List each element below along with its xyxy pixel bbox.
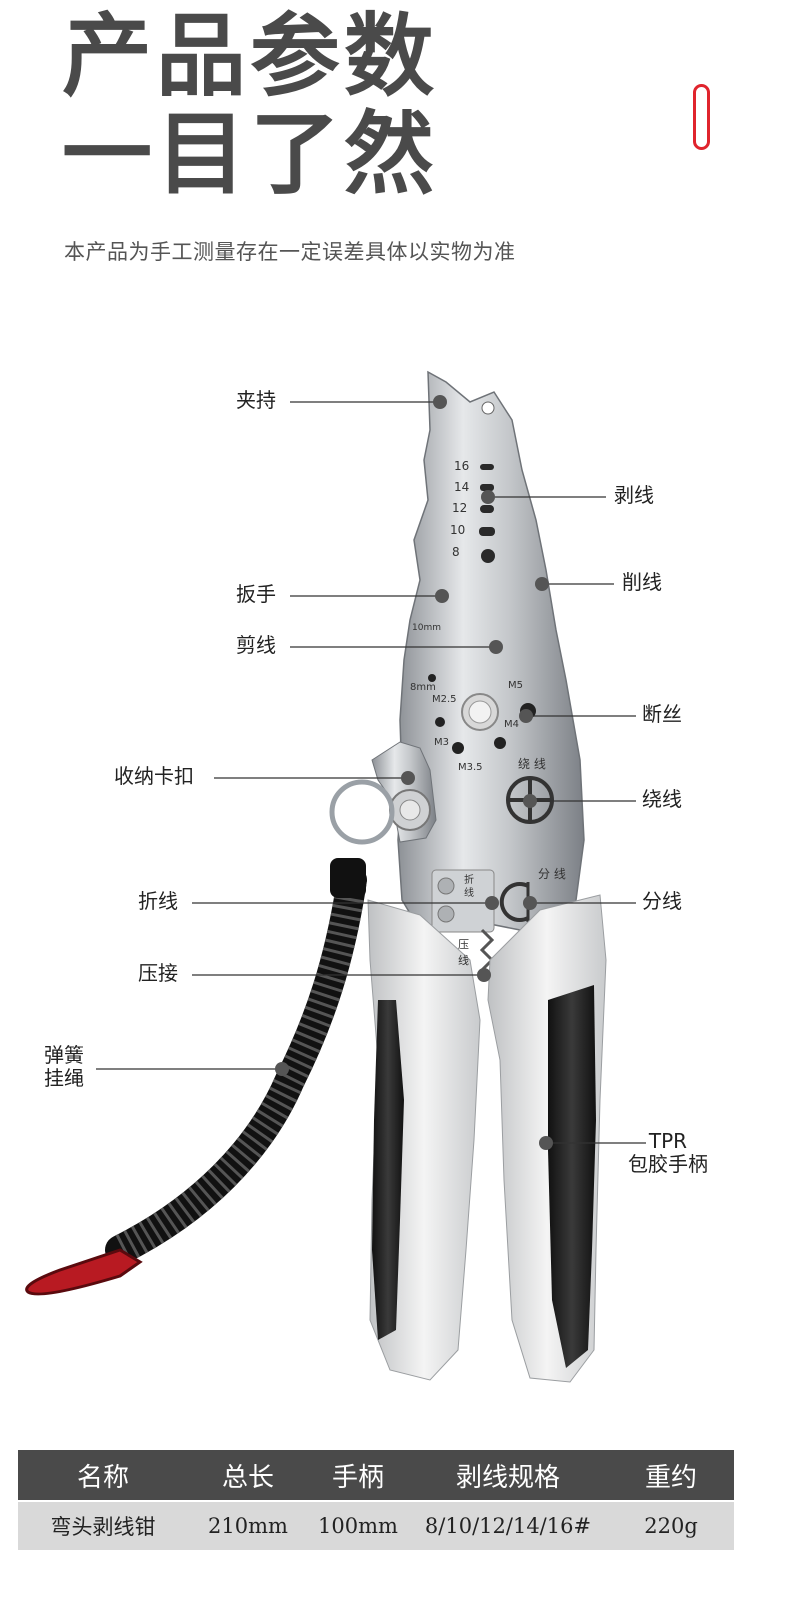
callout-lanyard: 弹簧 挂绳 bbox=[44, 1044, 84, 1090]
gauge-14: 14 bbox=[454, 480, 469, 494]
cell-length: 210mm bbox=[208, 1514, 288, 1538]
cell-strip-spec: 8/10/12/14/16# bbox=[424, 1514, 592, 1538]
spec-table-header: 名称 总长 手柄 剥线规格 重约 bbox=[18, 1450, 734, 1500]
wire-stripper-illustration: 16 14 12 10 8 10mm 8mm M2.5 M3 M3.5 M4 M… bbox=[25, 370, 646, 1383]
fold-mark-2: 线 bbox=[464, 886, 474, 899]
callout-cut: 剪线 bbox=[236, 633, 276, 657]
press-mark-2: 线 bbox=[458, 953, 469, 967]
header-name: 名称 bbox=[76, 1462, 129, 1493]
m35-mark: M3.5 bbox=[458, 762, 483, 773]
press-mark-1: 压 bbox=[458, 938, 469, 951]
spec-table-row: 弯头剥线钳 210mm 100mm 8/10/12/14/16# 220g bbox=[18, 1502, 734, 1550]
gauge-16: 16 bbox=[454, 459, 469, 473]
callout-grip: TPR 包胶手柄 bbox=[628, 1130, 708, 1176]
fold-mark-1: 折 bbox=[464, 873, 474, 886]
callout-lanyard-line1: 弹簧 bbox=[44, 1043, 84, 1067]
callout-break: 断丝 bbox=[642, 702, 682, 726]
gauge-10: 10 bbox=[450, 523, 465, 537]
headline-line-2: 一目了然 bbox=[62, 102, 438, 207]
m3-mark: M3 bbox=[434, 737, 449, 748]
callout-grip-line1: TPR bbox=[648, 1129, 688, 1153]
header-handle: 手柄 bbox=[331, 1462, 384, 1493]
cell-handle: 100mm bbox=[318, 1514, 398, 1538]
spring-lanyard bbox=[105, 865, 367, 1265]
gauge-12: 12 bbox=[452, 501, 467, 515]
callout-fold: 折线 bbox=[138, 889, 178, 913]
callout-split: 分线 bbox=[642, 889, 682, 913]
gauge-8: 8 bbox=[452, 545, 460, 559]
measurement-note: 本产品为手工测量存在一定误差具体以实物为准 bbox=[64, 240, 516, 264]
headline-line-1: 产品参数 bbox=[62, 4, 438, 109]
cell-name: 弯头剥线钳 bbox=[50, 1515, 156, 1539]
hole-8mm-mark: 8mm bbox=[410, 682, 436, 693]
callout-crimp: 压接 bbox=[138, 961, 178, 985]
wind-mark: 绕 线 bbox=[518, 757, 546, 771]
callout-storage: 收纳卡扣 bbox=[114, 764, 194, 788]
spec-table: 名称 总长 手柄 剥线规格 重约 弯头剥线钳 210mm 100mm 8/10/… bbox=[18, 1450, 734, 1550]
wrench-size-mark: 10mm bbox=[412, 623, 441, 633]
header-strip-spec: 剥线规格 bbox=[455, 1462, 560, 1493]
header-length: 总长 bbox=[221, 1462, 274, 1493]
m25-mark: M2.5 bbox=[432, 694, 457, 705]
m5-mark: M5 bbox=[508, 680, 523, 691]
accent-mark bbox=[693, 84, 710, 150]
callout-strip: 剥线 bbox=[614, 483, 654, 507]
callout-clamp: 夹持 bbox=[236, 388, 276, 412]
tool-head bbox=[397, 370, 585, 941]
cell-weight: 220g bbox=[644, 1514, 698, 1538]
callout-lanyard-line2: 挂绳 bbox=[44, 1066, 84, 1090]
callout-wind: 绕线 bbox=[642, 787, 682, 811]
callout-shave: 削线 bbox=[622, 570, 662, 594]
callout-grip-line2: 包胶手柄 bbox=[628, 1152, 708, 1176]
carabiner bbox=[25, 1248, 143, 1296]
header-weight: 重约 bbox=[644, 1462, 697, 1493]
m4-mark: M4 bbox=[504, 719, 519, 730]
callout-wrench: 扳手 bbox=[236, 582, 276, 606]
split-mark: 分 线 bbox=[538, 867, 566, 881]
